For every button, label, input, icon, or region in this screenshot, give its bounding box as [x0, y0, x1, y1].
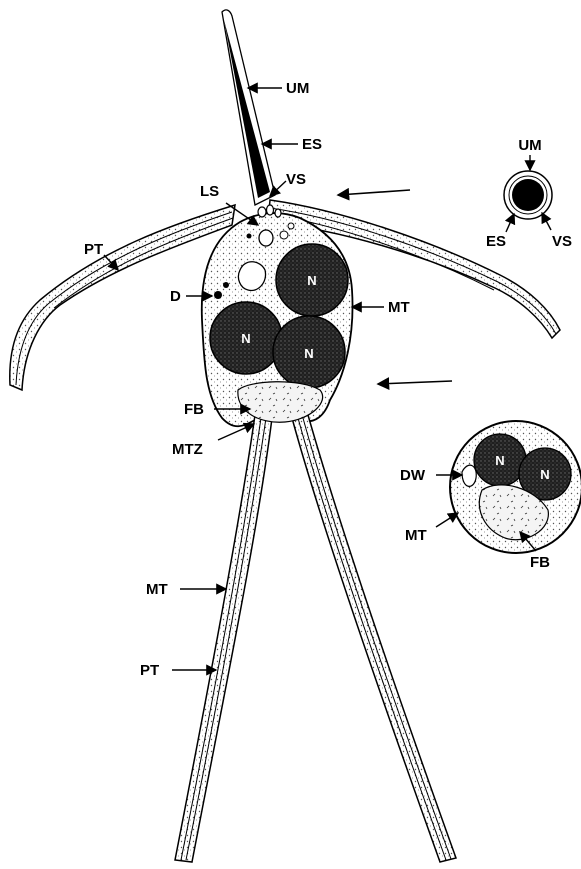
- label-pt-lower: PT: [140, 662, 159, 679]
- nucleus-2: N: [210, 302, 282, 374]
- label-mt-right: MT: [388, 299, 410, 316]
- cs-label-um: UM: [518, 137, 541, 154]
- label-fb: FB: [184, 401, 204, 418]
- label-um: UM: [286, 80, 309, 97]
- nucleus-label: N: [304, 346, 313, 361]
- nucleus-label: N: [307, 273, 316, 288]
- label-pt-upper: PT: [84, 241, 103, 258]
- cs-label-mt: MT: [405, 527, 427, 544]
- cs-nucleus-label: N: [540, 467, 549, 482]
- label-mt-lower: MT: [146, 581, 168, 598]
- nucleus-label: N: [241, 331, 250, 346]
- body-cross-section: N N DW MT FB: [400, 421, 581, 571]
- cs-label-fb: FB: [530, 554, 550, 571]
- cs-label-vs: VS: [552, 233, 572, 250]
- spine-core: [224, 20, 270, 198]
- spine-outer: [222, 10, 275, 205]
- label-ls: LS: [200, 183, 219, 200]
- cs-label-es: ES: [486, 233, 506, 250]
- label-es: ES: [302, 136, 322, 153]
- cs-label-dw: DW: [400, 467, 426, 484]
- label-d: D: [170, 288, 181, 305]
- spine-cross-section: UM ES VS: [486, 137, 572, 250]
- nucleus-3: N: [273, 316, 345, 388]
- cs-nucleus-label: N: [495, 453, 504, 468]
- label-mtz: MTZ: [172, 441, 203, 458]
- nucleus-1: N: [276, 244, 348, 316]
- label-vs: VS: [286, 171, 306, 188]
